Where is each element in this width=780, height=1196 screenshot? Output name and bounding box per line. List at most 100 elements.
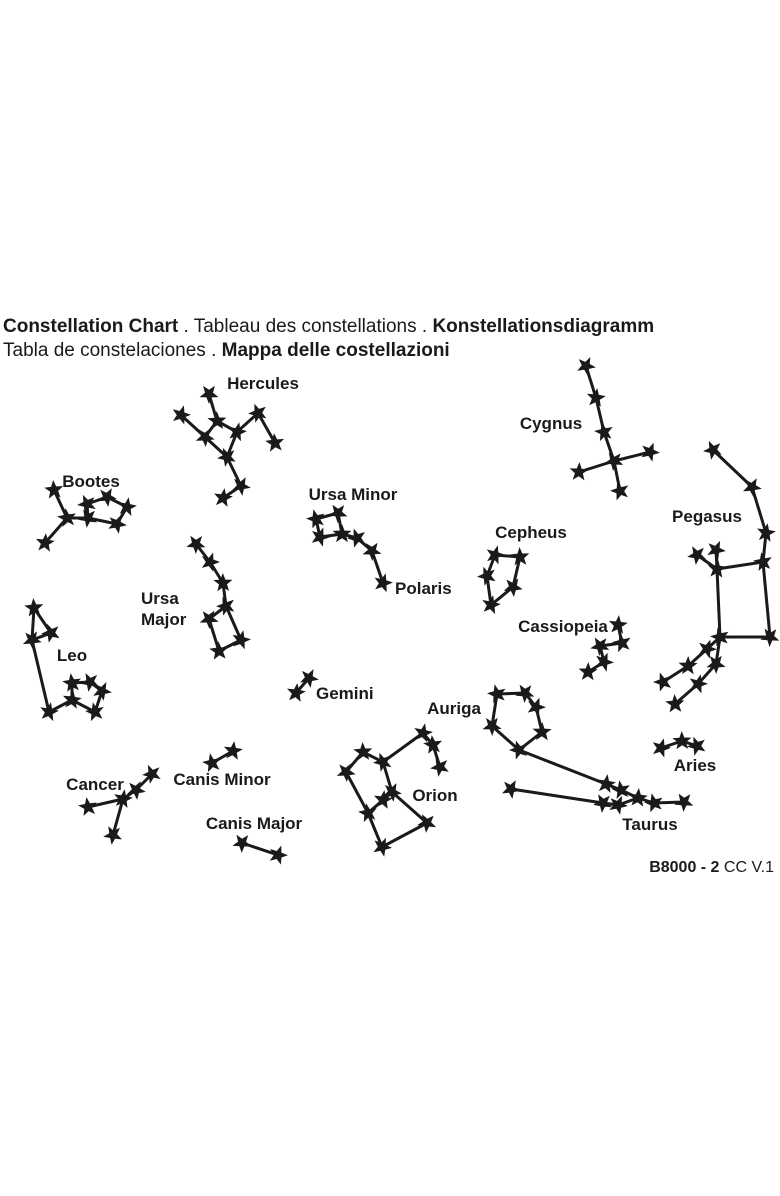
constellation-canis-major: Canis Major xyxy=(206,814,303,865)
star-icon xyxy=(311,527,330,547)
text-segment: . xyxy=(416,316,433,337)
constellation-line xyxy=(30,606,36,642)
star-icon xyxy=(209,641,229,660)
constellation-aries: Aries xyxy=(652,731,716,775)
constellation-line xyxy=(612,450,652,463)
constellation-label-ursa-minor: Polaris xyxy=(395,579,452,598)
constellation-gemini: Gemini xyxy=(287,669,374,703)
constellation-label-ursa-major: Major xyxy=(141,610,187,629)
star-icon xyxy=(597,774,616,793)
constellation-line xyxy=(380,821,429,849)
constellation-taurus: Taurus xyxy=(502,774,694,834)
constellation-label-gemini: Gemini xyxy=(316,684,374,703)
star-icon xyxy=(757,523,776,542)
star-icon xyxy=(652,738,671,758)
text-segment: Tableau des constellations xyxy=(193,316,417,337)
star-icon xyxy=(62,690,82,709)
constellation-line xyxy=(509,787,605,805)
star-icon xyxy=(687,546,707,565)
star-icon xyxy=(248,403,267,423)
constellation-line xyxy=(30,638,51,714)
star-icon xyxy=(232,477,251,496)
constellation-cancer: Cancer xyxy=(66,764,161,845)
constellation-pegasus: Pegasus xyxy=(653,440,780,713)
constellation-label-cassiopeia: Cassiopeia xyxy=(518,617,608,636)
constellation-label-pegasus: Pegasus xyxy=(672,507,742,526)
star-icon xyxy=(430,758,449,777)
constellation-label-leo: Leo xyxy=(57,646,87,665)
star-icon xyxy=(40,702,59,722)
star-icon xyxy=(414,723,433,743)
star-icon xyxy=(707,540,726,560)
text-segment: Mappa delle costellazioni xyxy=(221,340,450,361)
star-icon xyxy=(689,674,708,694)
star-icon xyxy=(674,793,694,812)
star-icon xyxy=(593,794,613,813)
star-icon xyxy=(195,428,215,447)
text-segment: Tabla de constelaciones xyxy=(3,340,206,361)
star-icon xyxy=(217,447,236,467)
star-icon xyxy=(604,452,624,471)
star-icon xyxy=(265,433,285,452)
star-icon xyxy=(611,780,630,799)
text-segment: B8000 - 2 xyxy=(649,859,720,876)
constellation-label-taurus: Taurus xyxy=(622,815,677,834)
star-icon xyxy=(114,789,133,808)
constellation-cassiopeia: Cassiopeia xyxy=(518,615,631,681)
constellation-line xyxy=(256,411,277,445)
constellation-line xyxy=(390,790,429,825)
constellation-bootes: Bootes xyxy=(35,472,137,552)
star-icon xyxy=(383,783,402,802)
star-icon xyxy=(97,488,117,507)
star-icon xyxy=(503,578,523,597)
star-icon xyxy=(641,442,660,462)
star-icon xyxy=(232,630,251,650)
constellation-line xyxy=(711,448,754,489)
star-icon xyxy=(608,615,628,634)
star-icon xyxy=(743,478,762,497)
constellation-line xyxy=(761,560,772,639)
star-icon xyxy=(515,684,535,703)
constellation-line xyxy=(750,485,768,535)
auriga-taurus-link xyxy=(517,748,608,786)
star-icon xyxy=(103,826,122,845)
text-segment: Constellation Chart xyxy=(3,316,179,337)
star-icon xyxy=(707,559,727,578)
star-icon xyxy=(358,803,377,823)
constellation-label-cygnus: Cygnus xyxy=(520,414,582,433)
star-icon xyxy=(486,545,505,565)
star-icon xyxy=(527,697,546,717)
star-icon xyxy=(753,552,772,571)
constellation-line xyxy=(715,567,722,639)
star-icon xyxy=(672,731,692,750)
star-icon xyxy=(228,422,247,442)
constellation-line xyxy=(344,770,370,815)
text-segment: Konstellationsdiagramm xyxy=(432,316,655,337)
star-icon xyxy=(653,672,672,692)
star-icon xyxy=(142,764,161,784)
star-icon xyxy=(306,509,325,529)
star-icon xyxy=(698,639,717,659)
star-icon xyxy=(332,524,352,543)
star-icon xyxy=(502,780,521,799)
star-icon xyxy=(118,497,137,516)
star-icon xyxy=(706,655,726,674)
star-icon xyxy=(214,488,233,507)
constellation-label-cepheus: Cepheus xyxy=(495,523,567,542)
constellation-line xyxy=(381,760,394,794)
star-icon xyxy=(78,509,97,528)
star-icon xyxy=(199,610,219,629)
constellation-label-canis-major: Canis Major xyxy=(206,814,303,833)
star-icon xyxy=(477,566,496,586)
constellation-hercules: Hercules xyxy=(172,374,299,507)
star-icon xyxy=(35,533,55,552)
title-line-1: Constellation Chart . Tableau des conste… xyxy=(3,315,763,339)
star-icon xyxy=(22,631,42,650)
star-icon xyxy=(172,405,191,425)
star-icon xyxy=(644,793,663,813)
star-icon xyxy=(300,669,319,688)
star-icon xyxy=(328,504,348,523)
constellation-line xyxy=(111,797,125,837)
constellation-label-ursa-major: Ursa xyxy=(141,589,179,608)
